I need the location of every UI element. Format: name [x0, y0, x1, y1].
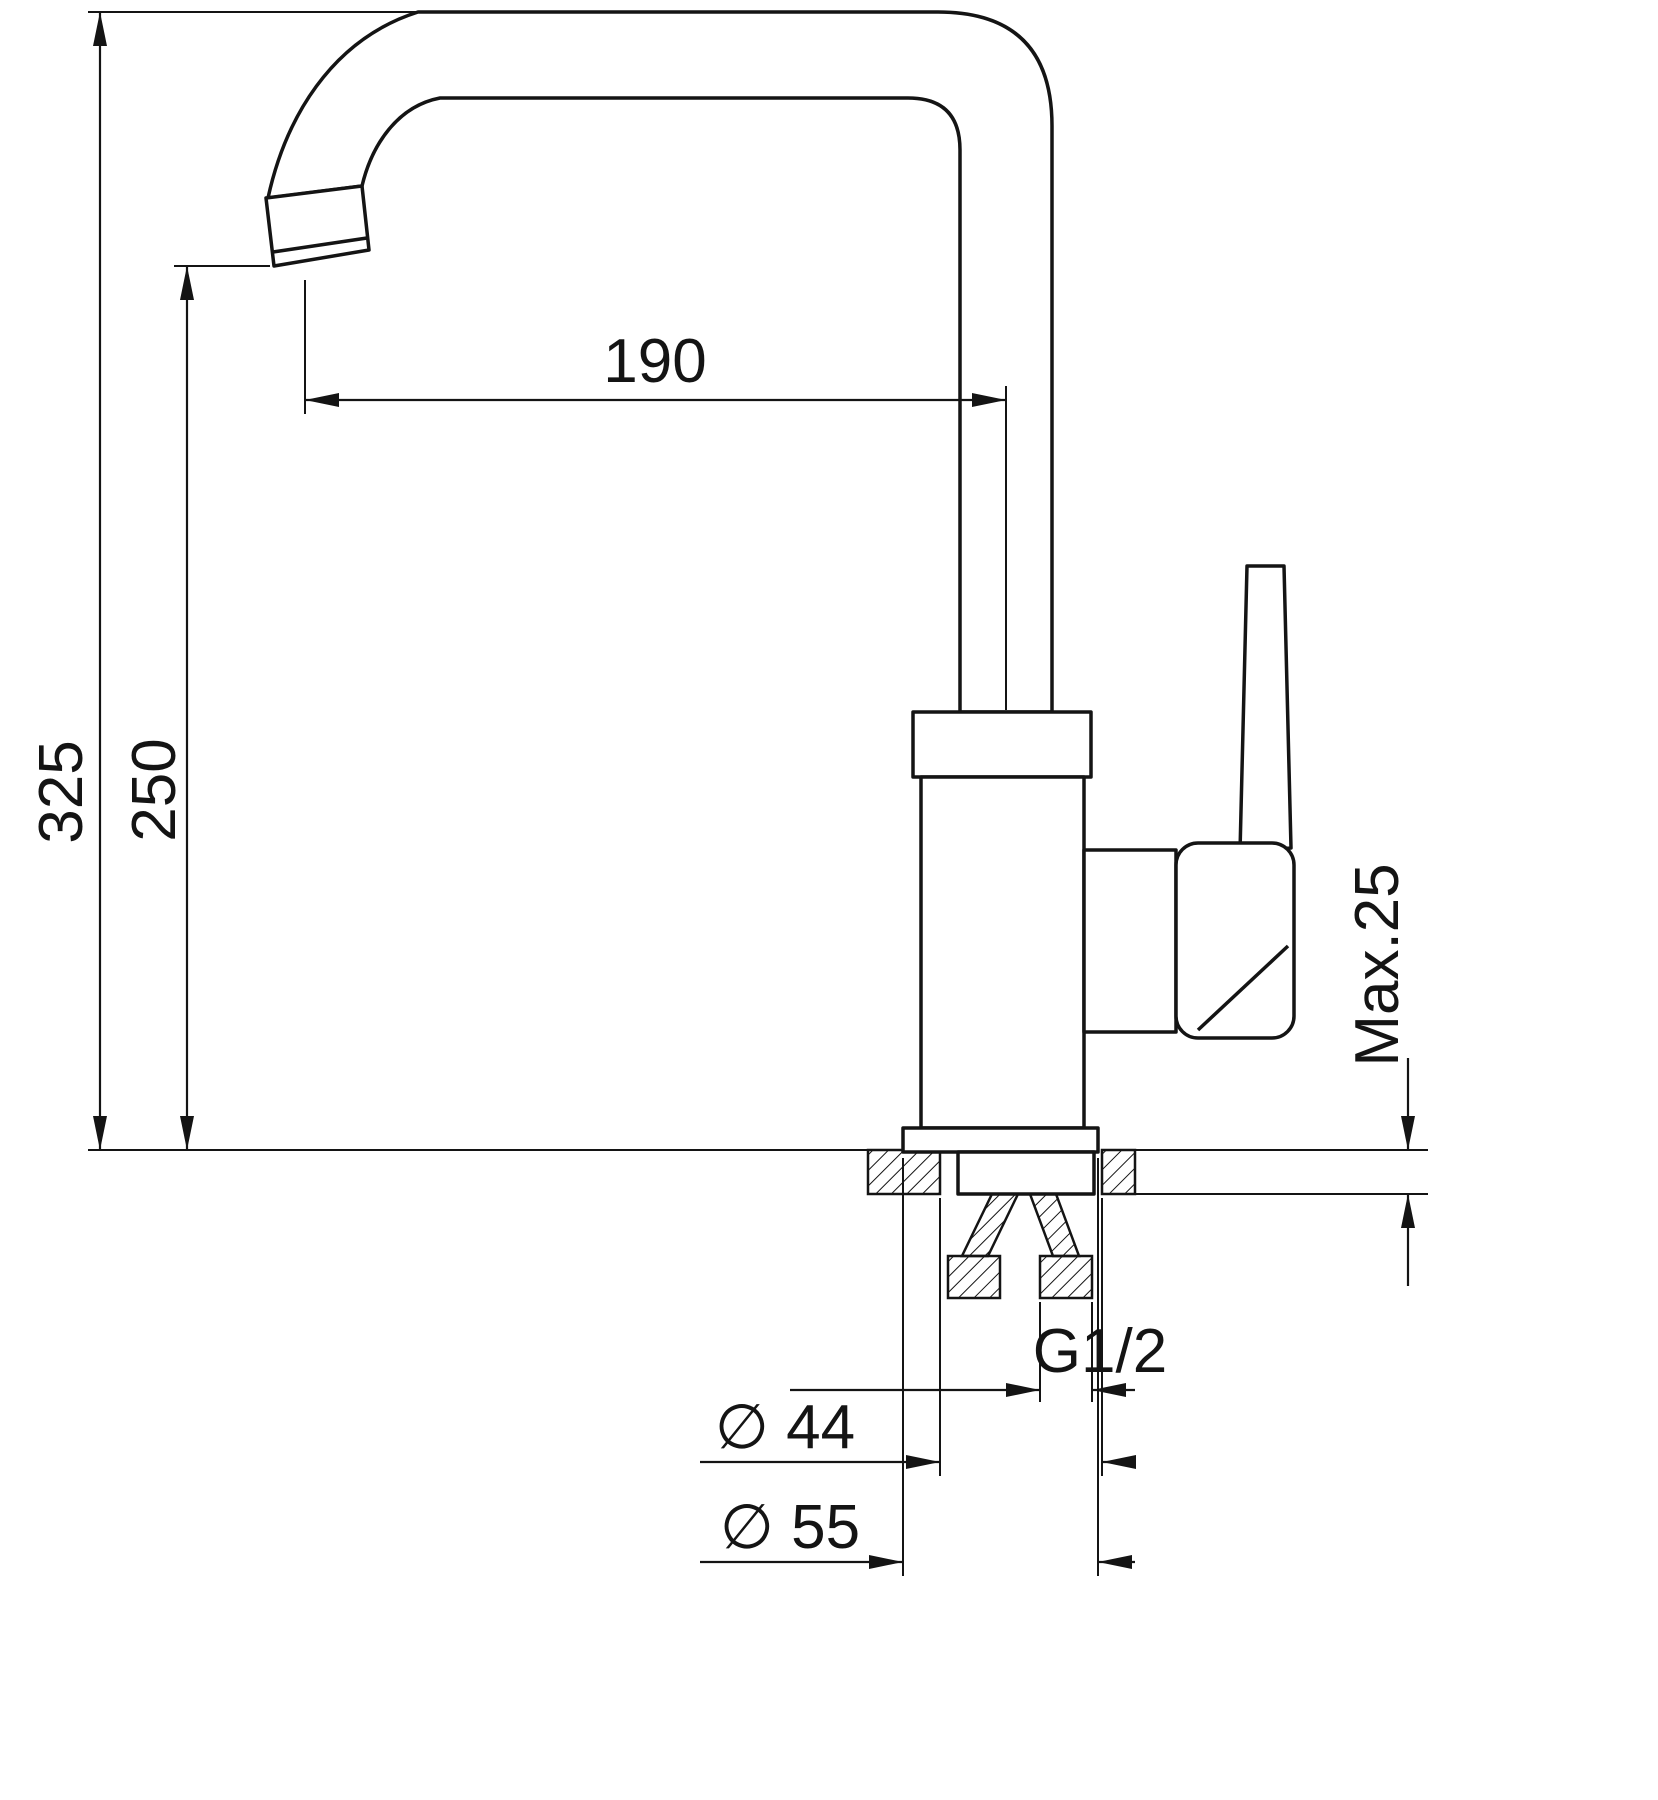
dimension-max-deck-thickness: Max.25 — [1343, 863, 1415, 1286]
arrowhead-right — [972, 393, 1006, 407]
dim-hole-diameter-label: ∅ 44 — [715, 1393, 855, 1462]
dim-spout-reach-label: 190 — [603, 327, 706, 396]
arrowhead-bottom — [93, 1116, 107, 1150]
hose-connector-right — [1038, 1254, 1094, 1300]
countertop-section — [88, 1148, 1428, 1196]
arrowhead-left — [1006, 1383, 1040, 1397]
faucet-body — [919, 775, 1086, 1130]
spout-collar — [911, 710, 1093, 779]
arrowhead-right — [1098, 1555, 1132, 1569]
dim-max-deck-thickness-label: Max.25 — [1343, 863, 1412, 1066]
arrowhead-top — [180, 266, 194, 300]
dimension-spout-reach: 190 — [304, 280, 1007, 710]
arrowhead-left — [869, 1555, 903, 1569]
spout-nozzle — [264, 184, 371, 268]
arrowhead-left — [906, 1455, 940, 1469]
base-flange — [901, 1126, 1100, 1154]
arrowhead-right — [1092, 1383, 1126, 1397]
arrowhead-up — [1401, 1194, 1415, 1228]
handle-lever — [1238, 564, 1293, 854]
hose-connector-left — [946, 1254, 1002, 1300]
dim-spout-height-label: 250 — [120, 738, 189, 841]
spout-tube — [266, 10, 1054, 714]
hose-left — [960, 1192, 1020, 1258]
arrowhead-left — [305, 393, 339, 407]
arrowhead-bottom — [180, 1116, 194, 1150]
arrowhead-top — [93, 12, 107, 46]
handle-hub — [1174, 841, 1296, 1040]
dimension-base-diameter: ∅ 55 — [700, 1158, 1135, 1576]
dim-base-diameter-label: ∅ 55 — [720, 1493, 860, 1562]
supply-hoses — [946, 1192, 1094, 1300]
arrowhead-down — [1401, 1116, 1415, 1150]
countertop-hatch-right — [1100, 1148, 1137, 1196]
hose-right — [1028, 1192, 1081, 1258]
handle-neck — [1082, 848, 1178, 1034]
dim-total-height-label: 325 — [27, 740, 96, 843]
dimension-hole-diameter: ∅ 44 — [700, 1198, 1136, 1476]
spout-nozzle-ring — [272, 236, 368, 254]
dim-thread-size-label: G1/2 — [1033, 1317, 1167, 1386]
faucet-outline — [264, 10, 1296, 1196]
dimension-thread-size: G1/2 — [790, 1302, 1167, 1402]
handle-hub-seam — [1196, 944, 1290, 1032]
mounting-shank — [956, 1150, 1096, 1196]
dimension-total-height: 325 — [27, 11, 416, 1150]
arrowhead-right — [1102, 1455, 1136, 1469]
dimension-spout-height: 250 — [120, 265, 270, 1150]
